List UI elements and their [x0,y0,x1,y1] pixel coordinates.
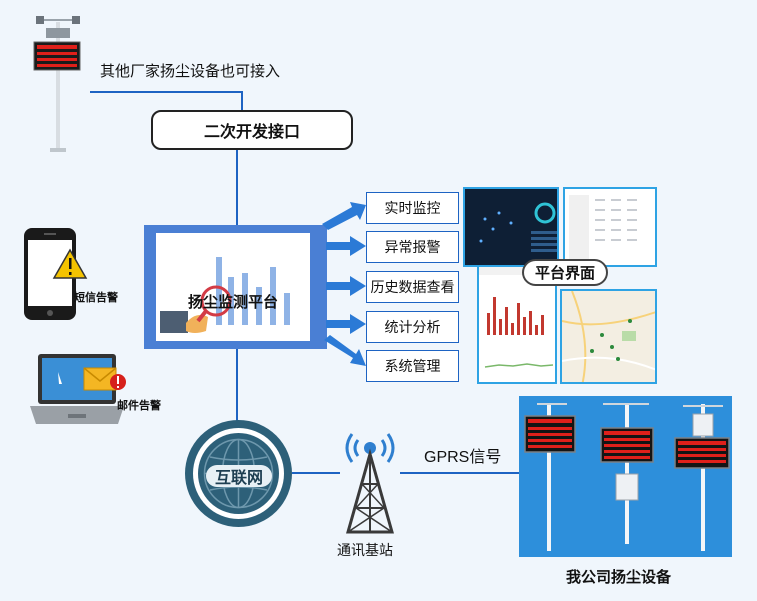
platform-chart-panel: 扬尘监测平台 [156,233,310,341]
chart-mini-icon [479,267,555,368]
menu-statistics[interactable]: 统计分析 [366,311,459,343]
company-equipment-panel [519,396,732,557]
menu-label: 实时监控 [384,200,441,216]
arrow-2 [326,236,366,256]
line-dev-to-platform [236,150,238,226]
company-equipment-label: 我公司扬尘设备 [566,569,672,586]
screenshot-map [560,289,657,384]
dashboard-mini-icon [479,202,557,252]
line-platform-to-internet [236,349,238,421]
magnifier-icon [160,285,232,333]
menu-arrows [322,202,366,366]
arrow-1 [322,202,366,230]
third-party-pole-icon [33,16,81,152]
gprs-signal-label: GPRS信号 [424,449,502,466]
platform-title: 扬尘监测平台 [188,294,279,311]
line-station-to-equipment [400,472,520,474]
line-internet-to-station [292,472,340,474]
internet-globe-icon: 互联网 [185,420,292,527]
sms-alert-label: 短信告警 [74,292,118,304]
screenshot-data-table [563,187,657,267]
base-station-tower-icon [345,433,395,534]
arrow-4 [326,314,366,334]
menu-realtime-monitoring[interactable]: 实时监控 [366,192,459,224]
platform-ui-text: 平台界面 [534,265,595,282]
laptop-mail-icon [30,354,126,424]
email-alert-label: 邮件告警 [117,400,161,412]
secondary-dev-interface-box[interactable]: 二次开发接口 [151,110,353,150]
table-mini-icon [569,195,637,261]
base-station-label: 通讯基站 [337,542,393,558]
menu-label: 异常报警 [384,239,441,255]
menu-label: 统计分析 [384,319,441,335]
monitoring-platform-card[interactable]: 扬尘监测平台 [144,225,327,349]
line-top-vertical [241,91,243,111]
menu-abnormal-alarm[interactable]: 异常报警 [366,231,459,263]
map-mini-icon [562,291,655,382]
screenshot-dashboard [463,187,559,267]
menu-label: 历史数据查看 [370,279,455,295]
menu-system-management[interactable]: 系统管理 [366,350,459,382]
phone-warning-icon [24,228,88,320]
arrow-3 [326,276,366,296]
menu-history-data[interactable]: 历史数据查看 [366,271,459,303]
internet-label: 互联网 [206,465,272,487]
secondary-dev-label: 二次开发接口 [203,124,300,141]
third-party-label: 其他厂家扬尘设备也可接入 [100,63,281,80]
platform-ui-label: 平台界面 [522,259,608,286]
arrow-5 [324,335,366,366]
line-top-horizontal [90,91,242,93]
menu-label: 系统管理 [384,358,441,374]
dust-monitor-poles-icon [524,403,730,551]
